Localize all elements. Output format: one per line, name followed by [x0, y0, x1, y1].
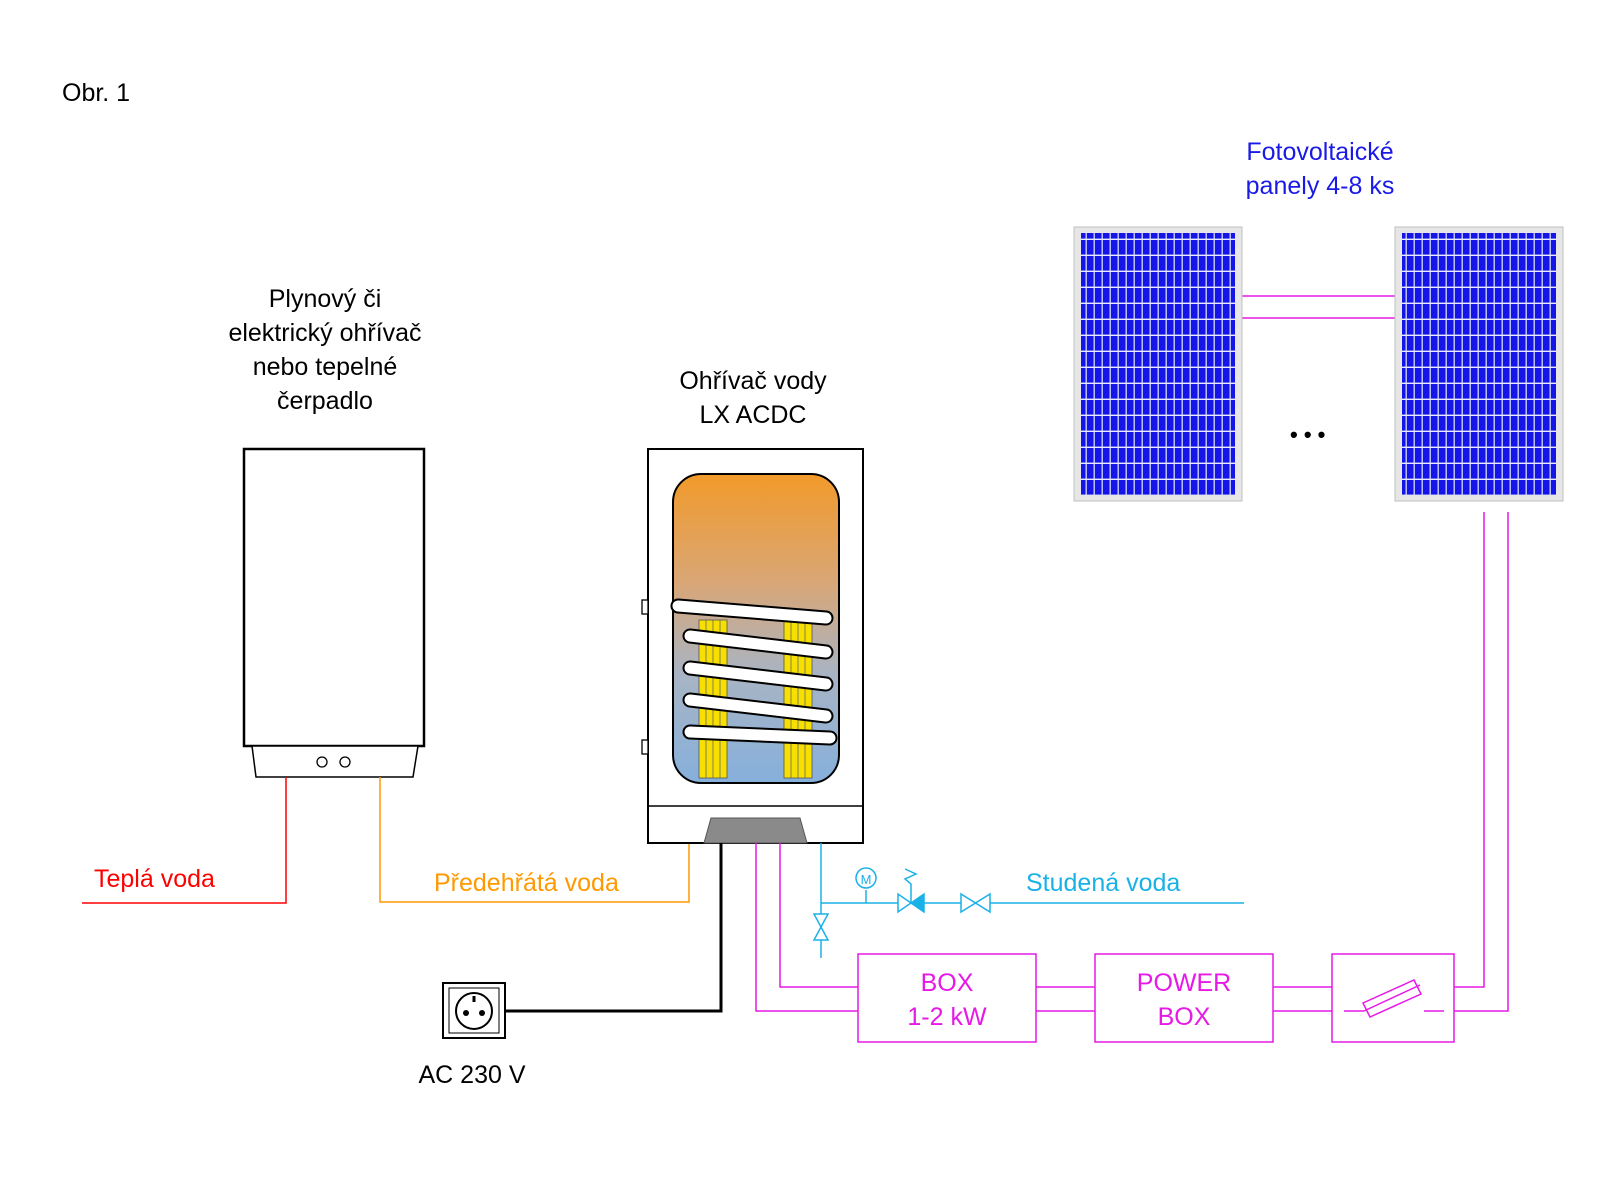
- ac-cable: [505, 843, 723, 1013]
- safety-valve-icon: [897, 868, 925, 914]
- cold-water-pipe: [820, 843, 1244, 958]
- drain-valve-icon: [812, 913, 830, 941]
- power-box-label-line: BOX: [1157, 1003, 1211, 1031]
- dc-cable: [755, 295, 1509, 1012]
- cold-water-label: Studená voda: [1026, 869, 1181, 897]
- hot-water-label: Teplá voda: [94, 865, 215, 893]
- power-socket-icon: [442, 982, 506, 1039]
- figure-label: Obr. 1: [62, 79, 131, 107]
- svg-text:M: M: [861, 872, 872, 887]
- boiler-unit: [641, 448, 864, 844]
- heater-body: [242, 447, 426, 748]
- heater-knob-icon: [339, 756, 351, 768]
- pv-label-line: panely 4-8 ks: [1245, 172, 1395, 200]
- heater-unit: [242, 447, 426, 778]
- boiler-label-line: LX ACDC: [699, 401, 807, 429]
- heat-exchanger-coil: [670, 598, 838, 746]
- boiler-control-panel: [703, 817, 808, 844]
- heater-knob-icon: [316, 756, 328, 768]
- hot-water-pipe: [82, 777, 287, 904]
- pv-panel: [1073, 226, 1243, 502]
- power-box-label-line: POWER: [1136, 969, 1232, 997]
- box-label-line: 1-2 kW: [907, 1003, 987, 1031]
- pressure-gauge-icon: M: [855, 867, 877, 889]
- power-box-unit: [1094, 953, 1274, 1043]
- ac-label: AC 230 V: [418, 1061, 526, 1089]
- heater-label-line: Plynový či: [268, 285, 382, 313]
- boiler-label-line: Ohřívač vody: [679, 367, 827, 395]
- box-label-line: BOX: [920, 969, 974, 997]
- heater-label-line: elektrický ohřívač: [228, 319, 422, 347]
- pv-panel: [1394, 226, 1564, 502]
- heater-label-line: čerpadlo: [277, 387, 373, 415]
- heater-label-line: nebo tepelné: [252, 353, 398, 381]
- pv-label-line: Fotovoltaické: [1246, 138, 1394, 166]
- preheated-water-label: Předehřátá voda: [434, 869, 619, 897]
- preheated-water-pipe: [379, 777, 690, 903]
- box-unit: [857, 953, 1037, 1043]
- heater-base: [251, 745, 419, 778]
- fuse-icon: [1331, 953, 1455, 1043]
- panel-ellipsis: • • •: [1290, 422, 1326, 447]
- shutoff-valve-icon: [960, 892, 991, 914]
